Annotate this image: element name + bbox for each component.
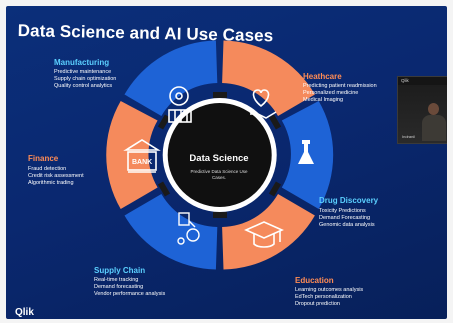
- list-item: Medical Imaging: [303, 97, 344, 104]
- finance-items: Fraud detection Credit risk assessment A…: [28, 166, 84, 188]
- list-item: Learning outcomes analysis: [295, 287, 364, 293]
- finance-title: Finance: [28, 154, 59, 163]
- list-item: Personalized medicine: [303, 90, 359, 97]
- list-item: Demand forecasting: [94, 284, 144, 291]
- slide-photo: Data Science and AI Use Cases: [6, 6, 447, 319]
- manufacturing-items: Predictive maintenance Supply chain opti…: [54, 69, 116, 91]
- segment-finance: [106, 101, 158, 209]
- heart-hand-icon: [250, 89, 277, 119]
- education-title: Education: [295, 276, 334, 285]
- brand-logo: Qlik: [15, 307, 34, 318]
- segment-education: [222, 194, 315, 270]
- segment-supply-chain: [124, 194, 218, 270]
- bank-icon: BANK: [123, 139, 161, 173]
- list-item: Algorithmic trading: [28, 180, 74, 187]
- center-disc: [167, 103, 272, 207]
- factory-robot-icon: [168, 86, 192, 123]
- list-item: Demand Forecasting: [319, 215, 371, 222]
- education-items: Learning outcomes analysis EdTech person…: [295, 287, 363, 309]
- center-subtitle: Predictive Data Science Use Cases.: [190, 169, 248, 180]
- drug-discovery-title: Drug Discovery: [319, 196, 379, 205]
- graduation-cap-icon: [244, 221, 284, 248]
- segment-healthcare: [222, 40, 315, 116]
- video-tile-label: Qlik: [401, 78, 409, 83]
- list-item: Toxicity Predictions: [319, 208, 366, 214]
- video-tile[interactable]: Qlik Indranil: [397, 76, 447, 144]
- list-item: Dropout prediction: [295, 301, 340, 308]
- list-item: Fraud detection: [28, 166, 67, 172]
- presenter-body: [422, 115, 446, 141]
- list-item: EdTech personalization: [295, 294, 352, 301]
- list-item: Vendor performance analysis: [94, 291, 166, 298]
- healthcare-title: Heathcare: [303, 72, 342, 81]
- manufacturing-title: Manufacturing: [54, 58, 110, 67]
- list-item: Predictive maintenance: [54, 69, 112, 75]
- list-item: Real-time tracking: [94, 277, 139, 283]
- segment-manufacturing: [124, 40, 218, 116]
- healthcare-items: Predicting patient readmission Personali…: [303, 83, 377, 105]
- supply-chain-title: Supply Chain: [94, 266, 146, 275]
- list-item: Credit risk assessment: [28, 173, 84, 180]
- video-tile-header: [398, 77, 447, 85]
- center-title: Data Science: [189, 153, 249, 164]
- drug-discovery-items: Toxicity Predictions Demand Forecasting …: [319, 208, 375, 230]
- list-item: Supply chain optimization: [54, 76, 117, 83]
- supply-chain-items: Real-time tracking Demand forecasting Ve…: [94, 277, 165, 299]
- bank-icon-label: BANK: [132, 159, 152, 166]
- supply-chain-icon: [177, 212, 200, 245]
- use-case-wheel: BANK: [106, 40, 334, 270]
- flask-icon: [298, 140, 314, 164]
- list-item: Quality control analytics: [54, 83, 113, 90]
- presenter-head: [428, 103, 439, 115]
- list-item: Predicting patient readmission: [303, 83, 377, 89]
- presenter-name: Indranil: [402, 134, 416, 139]
- list-item: Genomic data analysis: [319, 222, 375, 229]
